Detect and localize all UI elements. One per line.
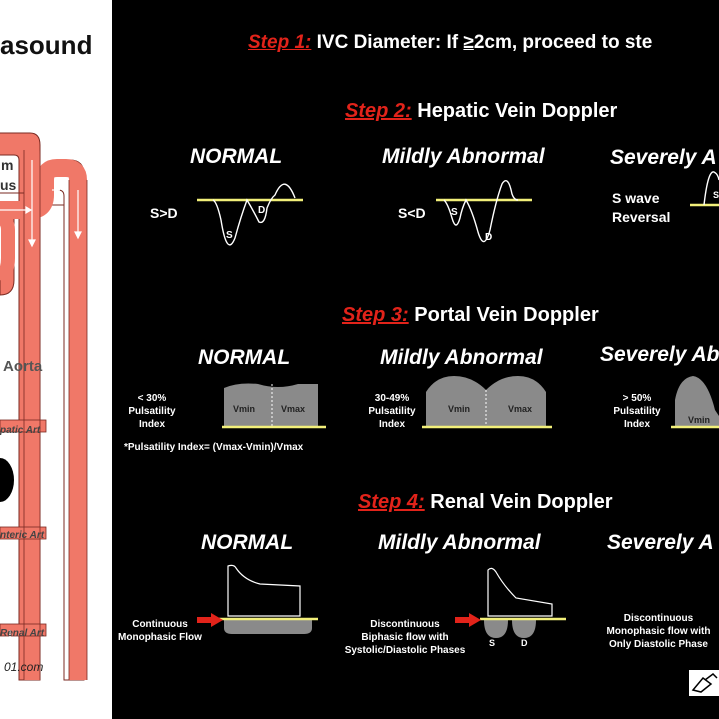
- step4-title: Renal Vein Doppler: [424, 491, 613, 513]
- step4-mild-label-line1: Discontinuous: [370, 619, 440, 630]
- aorta-label: Aorta: [3, 358, 43, 375]
- step2-mild-d: D: [485, 232, 493, 243]
- red-arrow-icon: [455, 613, 481, 627]
- step3-normal-header: NORMAL: [198, 346, 291, 369]
- step1-text2: 2cm, proceed to ste: [473, 32, 653, 53]
- step3-normal-pi-line3: Index: [138, 419, 166, 430]
- step2-mild-label: S<D: [398, 205, 426, 221]
- step4-normal-label: Continuous Monophasic Flow: [112, 618, 208, 644]
- step1-text: IVC Diameter: If: [311, 32, 464, 53]
- step3-heading: Step 3: Portal Vein Doppler: [342, 304, 599, 327]
- step4-mild-label: Discontinuous Biphasic flow with Systoli…: [340, 618, 470, 657]
- renal-normal-waveform: [218, 564, 318, 634]
- step4-severe-label-line2: Monophasic flow with: [606, 626, 711, 637]
- step2-severe-label-line2: Reversal: [612, 209, 671, 225]
- step2-severe-label: S wave Reversal: [612, 189, 670, 227]
- step3-severe-pi: > 50% Pulsatility Index: [605, 392, 669, 431]
- step2-severe-header: Severely A: [610, 146, 717, 169]
- step2-normal-label: S>D: [150, 205, 178, 221]
- portal-mild-waveform: [422, 376, 552, 429]
- step1-ge: ≥: [463, 32, 474, 53]
- hepatic-severe-waveform: [690, 171, 719, 207]
- step4-mild-label-line2: Biphasic flow with: [361, 632, 449, 643]
- step3-normal-pi: < 30% Pulsatility Index: [120, 392, 184, 431]
- step3-normal-vmin: Vmin: [233, 404, 256, 414]
- portal-severe-waveform: [671, 376, 719, 429]
- step3-normal-pi-line2: Pulsatility: [128, 406, 176, 417]
- step2-normal-s: S: [226, 230, 233, 241]
- step4-severe-label-line1: Discontinuous: [623, 613, 694, 624]
- step4-normal-header: NORMAL: [201, 531, 294, 554]
- renal-art-label: Renal Art: [0, 628, 45, 639]
- author-logo: [689, 670, 719, 696]
- step3-mild-pi-line2: Pulsatility: [368, 406, 416, 417]
- step3-severe-pi-line3: Index: [623, 419, 651, 430]
- step4-mild-d: D: [521, 638, 528, 648]
- left-title-fragment: asound: [0, 30, 93, 60]
- pulsatility-formula: *Pulsatility Index= (Vmax-Vmin)/Vmax: [124, 442, 304, 453]
- portal-normal-waveform: [222, 383, 326, 429]
- vessel-diagram: [0, 132, 88, 681]
- step3-severe-pi-line2: Pulsatility: [613, 406, 661, 417]
- step3-mild-vmin: Vmin: [448, 404, 471, 414]
- hepatic-label-line2: us: [0, 177, 17, 193]
- step3-label: Step 3:: [342, 304, 409, 326]
- step2-normal-d: D: [258, 205, 266, 216]
- step3-mild-vmax: Vmax: [508, 404, 533, 414]
- step3-mild-pi-line3: Index: [378, 419, 406, 430]
- step2-severe-s: S: [713, 190, 719, 200]
- step2-normal-header: NORMAL: [190, 145, 283, 168]
- step2-mild-s: S: [451, 207, 458, 218]
- step2-mild-header: Mildly Abnormal: [382, 145, 545, 168]
- hepatic-normal-waveform: [197, 183, 303, 246]
- source-url-fragment: 01.com: [4, 660, 44, 674]
- step4-mild-header: Mildly Abnormal: [378, 531, 541, 554]
- step3-severe-header: Severely Ab: [600, 343, 719, 366]
- mesenteric-art-label: nteric Art: [0, 530, 45, 541]
- hepatic-mild-waveform: [436, 180, 532, 243]
- step3-mild-header: Mildly Abnormal: [380, 346, 543, 369]
- black-panel: [112, 0, 719, 719]
- step1-heading: Step 1: IVC Diameter: If ≥2cm, proceed t…: [248, 32, 652, 54]
- step4-severe-label-line3: Only Diastolic Phase: [609, 639, 708, 650]
- step4-mild-s: S: [489, 638, 496, 648]
- step4-mild-label-line3: Systolic/Diastolic Phases: [344, 645, 466, 656]
- step2-label: Step 2:: [345, 100, 412, 122]
- step4-normal-label-line2: Monophasic Flow: [118, 632, 202, 643]
- step3-normal-pi-line1: < 30%: [137, 393, 167, 404]
- step2-heading: Step 2: Hepatic Vein Doppler: [345, 100, 617, 123]
- step4-heading: Step 4: Renal Vein Doppler: [358, 491, 613, 514]
- red-arrow-icon: [197, 613, 223, 627]
- step2-title: Hepatic Vein Doppler: [411, 100, 618, 122]
- renal-mild-waveform: [480, 567, 566, 638]
- step3-mild-pi-line1: 30-49%: [374, 393, 410, 404]
- step4-normal-label-line1: Continuous: [132, 619, 188, 630]
- step2-severe-label-line1: S wave: [612, 190, 660, 206]
- step4-severe-label: Discontinuous Monophasic flow with Only …: [598, 612, 719, 651]
- hepatic-label-line1: m: [1, 157, 14, 173]
- step3-mild-pi: 30-49% Pulsatility Index: [360, 392, 424, 431]
- hepatic-art-label: patic Art: [0, 425, 41, 436]
- step3-severe-vmin: Vmin: [688, 415, 711, 425]
- step3-title: Portal Vein Doppler: [408, 304, 599, 326]
- step4-severe-header: Severely A: [607, 531, 714, 554]
- step3-severe-pi-line1: > 50%: [622, 393, 652, 404]
- step1-label: Step 1:: [248, 32, 312, 53]
- step3-normal-vmax: Vmax: [281, 404, 306, 414]
- step4-label: Step 4:: [358, 491, 425, 513]
